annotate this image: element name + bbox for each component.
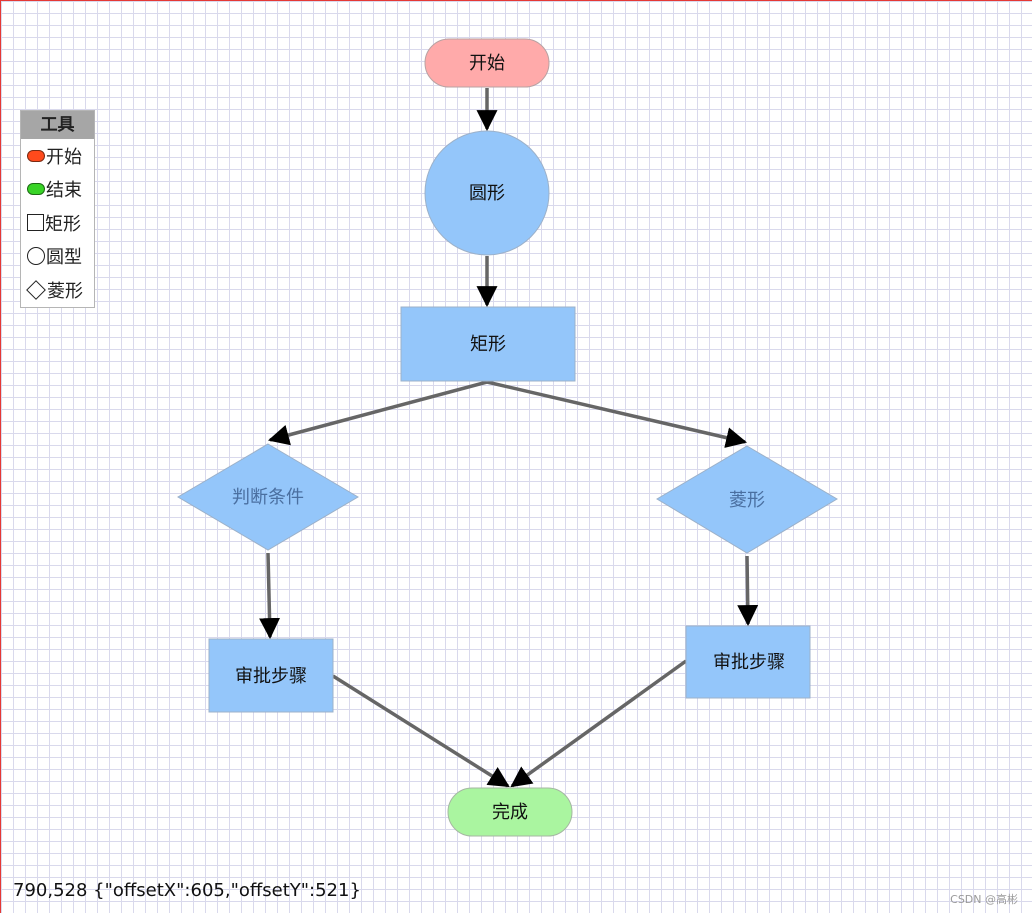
end-node-label: 完成	[492, 802, 528, 823]
tool-item-diamond[interactable]: 菱形	[21, 273, 94, 307]
tool-item-rectangle[interactable]: 矩形	[21, 206, 94, 240]
diamond-icon	[26, 279, 46, 300]
tool-item-start[interactable]: 开始	[21, 139, 94, 173]
tool-item-start-label: 开始	[46, 146, 82, 168]
toolbox-title: 工具	[21, 111, 94, 139]
decision-right-label: 菱形	[729, 490, 765, 511]
tool-item-diamond-label: 菱形	[47, 280, 83, 302]
step-right-node[interactable]: 审批步骤	[685, 625, 811, 699]
tool-item-circle[interactable]: 圆型	[21, 240, 94, 274]
circle-icon	[27, 247, 45, 266]
toolbox-panel: 工具 开始 结束 矩形 圆型 菱形	[20, 110, 95, 308]
start-node-label: 开始	[469, 53, 505, 74]
decision-right-node[interactable]: 菱形	[656, 445, 838, 554]
step-left-label: 审批步骤	[235, 666, 307, 687]
rectangle-icon	[27, 214, 44, 232]
edge-step-left-end[interactable]	[332, 674, 510, 788]
edge-decision-left-step-left[interactable]	[259, 552, 281, 640]
tool-item-end[interactable]: 结束	[21, 173, 94, 207]
end-node[interactable]: 完成	[447, 787, 573, 837]
step-left-node[interactable]: 审批步骤	[208, 638, 334, 713]
edge-rect-decision-right[interactable]	[486, 380, 748, 448]
step-right-label: 审批步骤	[713, 652, 785, 673]
tool-item-end-label: 结束	[46, 180, 82, 202]
edge-decision-right-step-right[interactable]	[737, 555, 759, 627]
rect-node-label: 矩形	[470, 334, 506, 355]
edge-rect-decision-left[interactable]	[267, 380, 488, 446]
tool-item-rectangle-label: 矩形	[45, 213, 81, 235]
coordinates-readout: 790,528 {"offsetX":605,"offsetY":521}	[13, 880, 361, 901]
circle-node[interactable]: 圆形	[424, 130, 550, 256]
start-node[interactable]: 开始	[424, 38, 550, 88]
watermark: CSDN @高彬	[950, 893, 1018, 906]
rect-node[interactable]: 矩形	[400, 306, 576, 382]
decision-left-label: 判断条件	[232, 487, 304, 508]
circle-node-label: 圆形	[469, 183, 505, 204]
start-pill-icon	[27, 149, 45, 162]
end-pill-icon	[27, 183, 45, 196]
decision-left-node[interactable]: 判断条件	[177, 443, 359, 551]
tool-item-circle-label: 圆型	[46, 247, 82, 269]
edge-step-right-end[interactable]	[510, 659, 688, 788]
